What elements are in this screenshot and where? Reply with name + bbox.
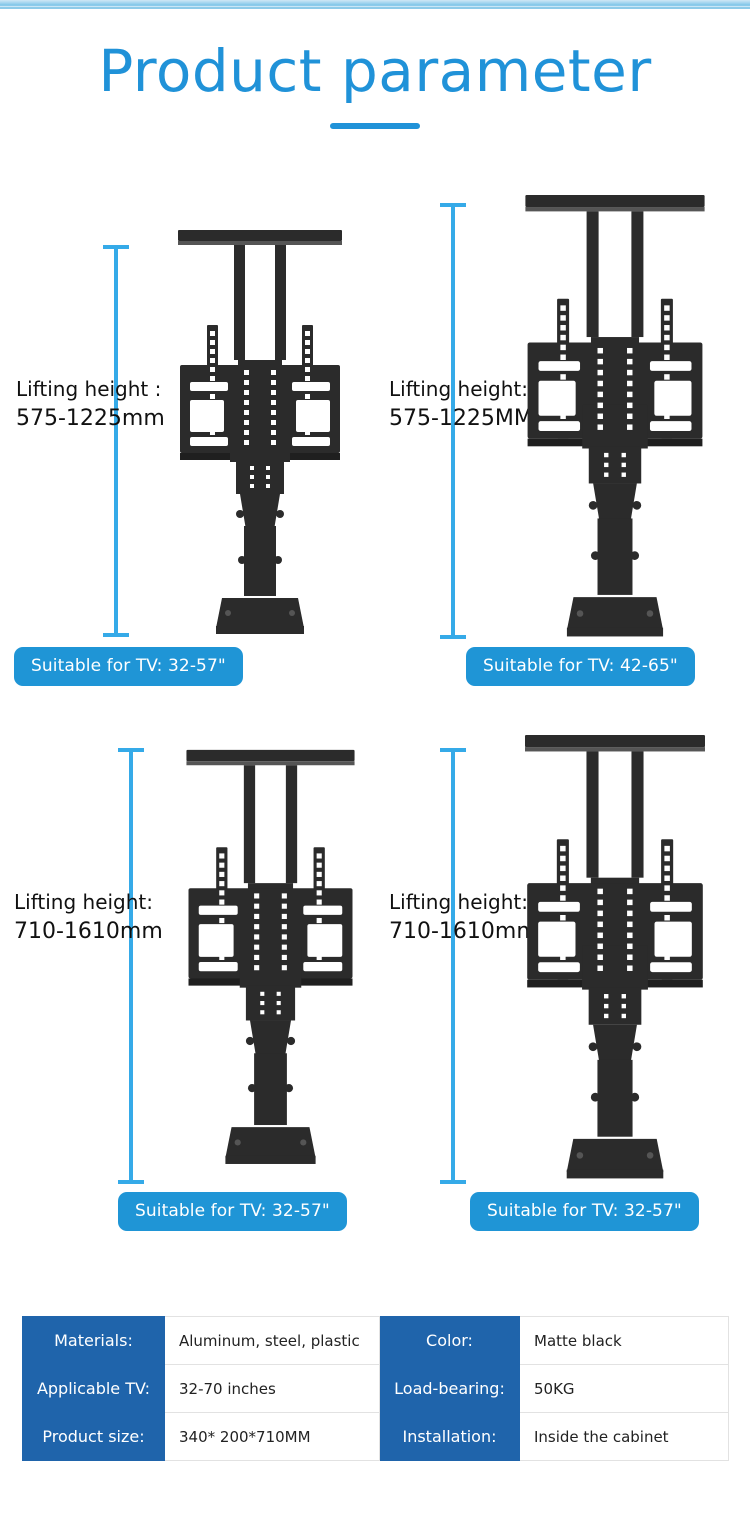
dimension-label-3: Lifting height: [14,890,154,914]
dimension-line-1 [103,245,129,637]
table-row: Product size: 340* 200*710MM Installatio… [22,1412,729,1461]
spec-key-product-size: Product size: [22,1412,165,1461]
title-accent-bar [330,122,420,129]
spec-key-color: Color: [379,1316,520,1365]
dimension-stem [114,245,118,637]
dimension-cap-bottom [440,1180,466,1184]
dimension-label-4: Lifting height: [389,890,529,914]
spec-value-color: Matte black [519,1316,729,1365]
spec-key-installation: Installation: [379,1412,520,1461]
spec-value-product-size: 340* 200*710MM [164,1412,380,1461]
page-title: Product parameter [98,37,652,105]
dimension-value-2: 575-1225MM [389,406,533,432]
top-edge-rule [0,7,750,9]
dimension-value-3: 710-1610mm [14,919,163,945]
panel-row-top: Lifting height : 575-1225mm [0,185,750,730]
spec-value-installation: Inside the cabinet [519,1412,729,1461]
spec-value-applicable-tv: 32-70 inches [164,1364,380,1413]
product-panel-grid: Lifting height : 575-1225mm [0,185,750,1275]
tv-size-badge-3[interactable]: Suitable for TV: 32-57" [118,1192,347,1231]
product-panel-2: Lifting height: 575-1225MM [375,185,750,730]
dimension-stem [451,203,455,639]
dimension-cap-bottom [103,633,129,637]
product-panel-3: Lifting height: 710-1610mm [0,730,375,1275]
tv-size-badge-4[interactable]: Suitable for TV: 32-57" [470,1192,699,1231]
tv-lift-diagram [178,230,342,634]
dimension-cap-bottom [440,635,466,639]
table-row: Applicable TV: 32-70 inches Load-bearing… [22,1364,729,1413]
tv-lift-illustration-4 [500,735,730,1185]
spec-key-materials: Materials: [22,1316,165,1365]
spec-value-materials: Aluminum, steel, plastic [164,1316,380,1365]
product-panel-4: Lifting height: 710-1610mm [375,730,750,1275]
dimension-line-2 [440,203,466,639]
tv-lift-illustration-2 [500,195,730,643]
page-header: Product parameter [0,40,750,129]
tv-lift-diagram [525,735,705,1179]
tv-lift-diagram [525,195,705,637]
specification-table: Materials: Aluminum, steel, plastic Colo… [22,1316,729,1461]
tv-lift-illustration-3 [168,740,373,1180]
spec-key-load-bearing: Load-bearing: [379,1364,520,1413]
tv-size-badge-1[interactable]: Suitable for TV: 32-57" [14,647,243,686]
dimension-stem [129,748,133,1184]
tv-lift-diagram [186,749,355,1164]
dimension-caption-4: Lifting height: 710-1610mm [389,888,538,948]
top-edge-band [0,0,750,7]
panel-row-bottom: Lifting height: 710-1610mm [0,730,750,1275]
tv-lift-illustration-1 [160,230,360,640]
table-row: Materials: Aluminum, steel, plastic Colo… [22,1316,729,1365]
dimension-cap-bottom [118,1180,144,1184]
spec-value-load-bearing: 50KG [519,1364,729,1413]
dimension-line-3 [118,748,144,1184]
dimension-label-1: Lifting height : [16,377,162,401]
product-panel-1: Lifting height : 575-1225mm [0,185,375,730]
spec-key-applicable-tv: Applicable TV: [22,1364,165,1413]
dimension-caption-3: Lifting height: 710-1610mm [14,888,163,948]
dimension-label-2: Lifting height: [389,377,529,401]
dimension-caption-1: Lifting height : 575-1225mm [16,375,165,435]
dimension-line-4 [440,748,466,1184]
dimension-caption-2: Lifting height: 575-1225MM [389,375,533,435]
dimension-value-1: 575-1225mm [16,406,165,432]
dimension-stem [451,748,455,1184]
dimension-value-4: 710-1610mm [389,919,538,945]
tv-size-badge-2[interactable]: Suitable for TV: 42-65" [466,647,695,686]
